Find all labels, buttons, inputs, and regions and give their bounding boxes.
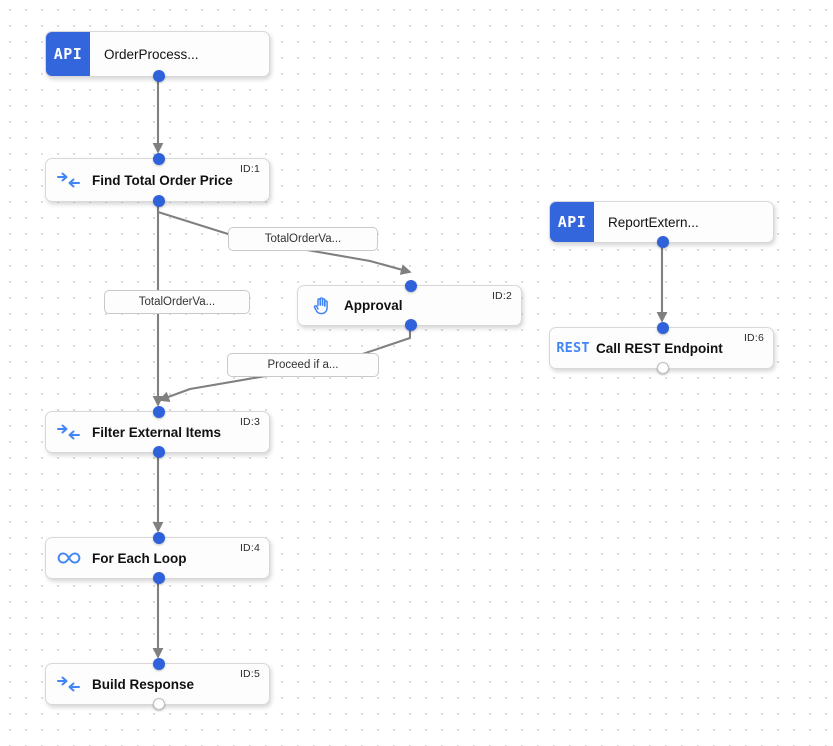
- node-order-process[interactable]: API OrderProcess...: [45, 31, 270, 82]
- api-icon: API: [550, 202, 594, 242]
- node-id-badge: ID:1: [239, 163, 260, 175]
- node-id-badge: ID:5: [239, 668, 260, 680]
- edge-label-text: Proceed if a...: [267, 359, 339, 371]
- node-for-each-loop[interactable]: For Each Loop ID:4: [45, 532, 270, 584]
- node-build-response[interactable]: Build Response ID:5: [45, 658, 270, 710]
- port-bottom[interactable]: [153, 698, 165, 710]
- node-call-rest-endpoint[interactable]: REST Call REST Endpoint ID:6: [549, 322, 774, 374]
- port-bottom[interactable]: [153, 446, 165, 458]
- node-title: Call REST Endpoint: [596, 340, 723, 356]
- node-title: Build Response: [92, 676, 195, 692]
- infinity-loop-icon: [46, 550, 92, 566]
- node-title: Approval: [344, 298, 403, 313]
- hand-icon: [298, 295, 344, 317]
- edge-label-proceed-if[interactable]: Proceed if a...: [227, 353, 379, 377]
- port-bottom[interactable]: [153, 70, 165, 82]
- edge-label-text: TotalOrderVa...: [264, 233, 342, 245]
- api-icon: API: [46, 32, 90, 76]
- port-top[interactable]: [657, 322, 669, 334]
- node-id-badge: ID:2: [491, 290, 512, 302]
- rest-icon: REST: [550, 340, 596, 356]
- node-title: For Each Loop: [92, 550, 187, 566]
- port-top[interactable]: [153, 532, 165, 544]
- transform-icon: [46, 423, 92, 441]
- port-top[interactable]: [405, 280, 417, 292]
- node-filter-external-items[interactable]: Filter External Items ID:3: [45, 406, 270, 458]
- node-title: ReportExtern...: [608, 214, 699, 230]
- node-id-badge: ID:3: [239, 416, 260, 428]
- edge-label-text: TotalOrderVa...: [138, 296, 216, 308]
- node-find-total-order-price[interactable]: Find Total Order Price ID:1: [45, 153, 270, 207]
- port-bottom[interactable]: [153, 572, 165, 584]
- node-title: OrderProcess...: [104, 46, 199, 62]
- port-top[interactable]: [153, 153, 165, 165]
- rest-label: REST: [556, 340, 590, 356]
- node-title: Find Total Order Price: [92, 172, 233, 188]
- transform-icon: [46, 171, 92, 189]
- node-id-badge: ID:6: [743, 332, 764, 344]
- node-title: Filter External Items: [92, 424, 222, 440]
- port-bottom[interactable]: [657, 236, 669, 248]
- node-report-external[interactable]: API ReportExtern...: [549, 201, 774, 248]
- transform-icon: [46, 675, 92, 693]
- edge-label-total-order-value-a[interactable]: TotalOrderVa...: [228, 227, 378, 251]
- port-bottom[interactable]: [153, 195, 165, 207]
- node-id-badge: ID:4: [239, 542, 260, 554]
- port-top[interactable]: [153, 658, 165, 670]
- node-approval[interactable]: Approval ID:2: [297, 280, 522, 331]
- port-top[interactable]: [153, 406, 165, 418]
- edge-label-total-order-value-b[interactable]: TotalOrderVa...: [104, 290, 250, 314]
- port-bottom[interactable]: [405, 319, 417, 331]
- port-bottom[interactable]: [657, 362, 669, 374]
